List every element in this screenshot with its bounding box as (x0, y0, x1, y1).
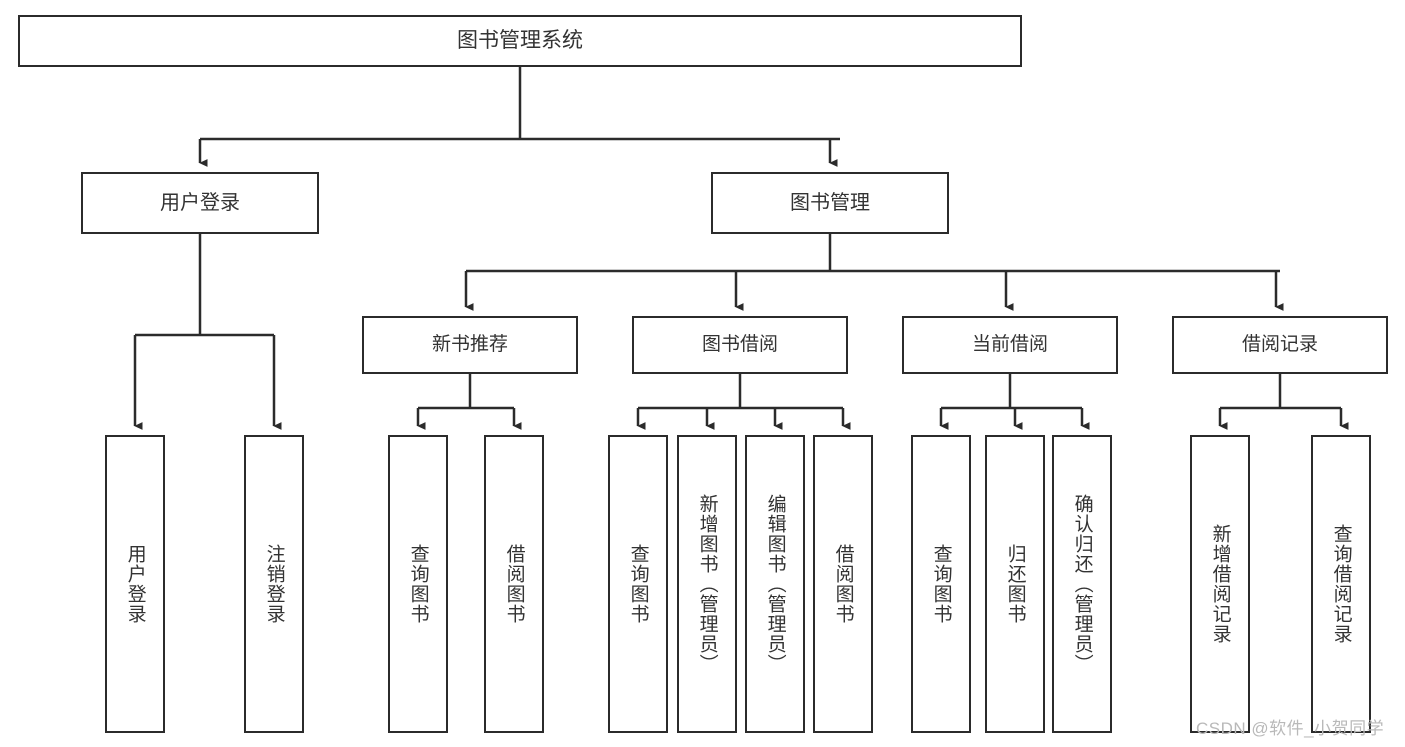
node-label: 图书管理 (790, 191, 870, 214)
node-label: 查询图书 (407, 544, 429, 624)
node-label: 新增图书（管理员） (696, 494, 718, 674)
node-leaf-add-borrow-record[interactable]: 新增借阅记录 (1190, 435, 1250, 733)
node-label: 新增借阅记录 (1209, 524, 1231, 644)
node-leaf-user-login[interactable]: 用户登录 (105, 435, 165, 733)
node-level3-new-book-recommend[interactable]: 新书推荐 (362, 316, 578, 374)
node-leaf-borrow-book-recommend[interactable]: 借阅图书 (484, 435, 544, 733)
node-label: 确认归还（管理员） (1071, 494, 1093, 674)
node-label: 图书借阅 (701, 334, 778, 356)
node-label: 图书管理系统 (457, 29, 583, 53)
node-leaf-edit-book-admin[interactable]: 编辑图书（管理员） (745, 435, 805, 733)
node-label: 当前借阅 (971, 334, 1048, 356)
node-leaf-borrow-book[interactable]: 借阅图书 (813, 435, 873, 733)
node-leaf-query-book-recommend[interactable]: 查询图书 (388, 435, 448, 733)
node-leaf-query-book-borrow[interactable]: 查询图书 (608, 435, 668, 733)
node-label: 用户登录 (160, 191, 240, 214)
node-label: 注销登录 (263, 544, 285, 624)
node-leaf-add-book-admin[interactable]: 新增图书（管理员） (677, 435, 737, 733)
node-leaf-query-book-current[interactable]: 查询图书 (911, 435, 971, 733)
node-label: 用户登录 (124, 544, 146, 624)
node-label: 借阅图书 (832, 544, 854, 624)
node-label: 借阅图书 (503, 544, 525, 624)
node-level3-borrow-record[interactable]: 借阅记录 (1172, 316, 1388, 374)
node-leaf-confirm-return-admin[interactable]: 确认归还（管理员） (1052, 435, 1112, 733)
node-level2-user-login[interactable]: 用户登录 (81, 172, 319, 234)
node-label: 归还图书 (1004, 544, 1026, 624)
node-label: 查询图书 (627, 544, 649, 624)
node-root[interactable]: 图书管理系统 (18, 15, 1022, 67)
node-label: 查询借阅记录 (1330, 524, 1352, 644)
node-level3-book-borrow[interactable]: 图书借阅 (632, 316, 848, 374)
node-leaf-query-borrow-record[interactable]: 查询借阅记录 (1311, 435, 1371, 733)
node-label: 编辑图书（管理员） (764, 494, 786, 674)
node-label: 新书推荐 (431, 334, 508, 356)
node-level3-current-borrow[interactable]: 当前借阅 (902, 316, 1118, 374)
node-leaf-return-book[interactable]: 归还图书 (985, 435, 1045, 733)
node-label: 借阅记录 (1241, 334, 1318, 356)
node-leaf-logout[interactable]: 注销登录 (244, 435, 304, 733)
node-label: 查询图书 (930, 544, 952, 624)
csdn-watermark: CSDN @软件_小贺同学 (1196, 719, 1385, 738)
node-level2-book-management[interactable]: 图书管理 (711, 172, 949, 234)
